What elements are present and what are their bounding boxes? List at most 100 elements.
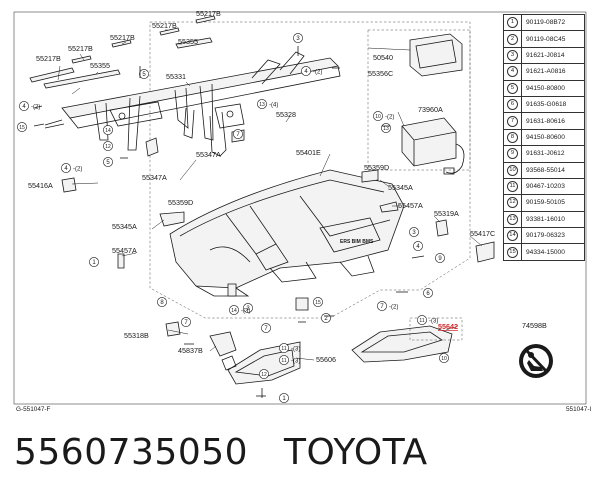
part-label: 55606 [316,355,336,364]
reference-callout: 7 [261,323,271,333]
callout-circle [279,355,289,365]
reference-callout: 8 [157,297,167,307]
callout-number: 13 [259,102,265,108]
legend-index: 3 [503,46,522,65]
callout-circle [417,315,427,325]
reference-callout: 11-(3) [279,355,300,365]
part-label: 55347A [196,150,221,159]
callout-number: 7 [380,304,384,310]
callout-number: 11 [281,346,286,352]
reference-callout: 4-(2) [301,66,322,76]
part-label: 55359D [168,198,193,207]
callout-circle [259,369,269,379]
callout-number: 12 [105,144,111,150]
reference-callout: 15 [313,297,323,307]
callout-circle [279,393,289,403]
legend-index: 11 [503,177,522,196]
reference-callout: 6 [423,288,433,298]
legend-index-circle: 9 [507,148,518,160]
callout-circle [103,125,113,135]
callout-number: 14 [231,308,237,314]
reference-callout: 11-(3) [417,315,438,325]
callout-circle [229,305,239,315]
reference-callout: 7 [181,317,191,327]
legend-index-circle: 10 [507,164,518,176]
part-label: 55217B [196,9,221,18]
legend-part-number: 91631-80616 [521,112,585,130]
callout-quantity: -(2) [385,114,394,120]
legend-index-circle: 4 [507,66,518,78]
legend-index-circle: 2 [507,33,518,45]
footer-brand: TOYOTA [284,432,428,473]
callout-circle [409,227,419,237]
side-stay [183,107,195,139]
legend-index: 13 [503,210,522,229]
callout-number: 5 [106,160,110,166]
callout-quantity: -(2) [389,304,398,310]
part-label: 55217B [110,33,135,42]
callout-quantity: -(2) [73,166,82,172]
legend-part-number: 91621-A0816 [521,63,585,81]
callout-circle [261,323,271,333]
callout-number: 11 [419,318,424,324]
reference-callout: 10-(2) [373,111,394,121]
callout-number: 1 [282,396,286,402]
part-label: 55318B [124,331,149,340]
callout-quantity: -(3) [291,358,300,364]
part-label-highlighted[interactable]: 55642 [438,322,458,331]
instrument-panel: ERS BIM BMS [169,169,405,297]
part-label: 55331 [166,72,186,81]
legend-index-circle: 1 [507,17,518,29]
part-label: 55457A [398,201,423,210]
callout-number: 3 [296,36,300,42]
callout-quantity: -(3) [241,308,250,314]
callout-number: 10 [441,356,447,362]
callout-circle [17,122,27,132]
reference-callout: 7 -(2) [377,301,398,311]
legend-index: 7 [503,112,522,130]
legend-part-number: 90119-08B72 [521,13,585,32]
parts-diagram: ERS BIM BMS [13,9,591,413]
callout-circle [313,297,323,307]
callout-quantity: -(2) [313,69,322,75]
legend-part-number: 94150-80800 [521,79,585,97]
part-label: 45837B [178,346,203,355]
lower-panel-55642 [351,325,453,363]
callout-number: 8 [160,300,164,306]
callout-number: 7 [184,320,188,326]
legend-index-circle: 11 [507,181,518,193]
reference-callout: 12 [103,141,113,151]
legend-index-circle: 8 [507,131,518,143]
part-label: 55345A [388,183,413,192]
leader-lines [57,15,483,361]
callout-quantity: -(3) [291,346,300,352]
steering-support-beam [44,51,341,151]
callout-number: 1 [92,260,96,266]
legend-part-number: 90467-10203 [521,177,585,196]
reference-callout: 14 -(3) [229,305,250,315]
reference-callout: 1 [279,393,289,403]
legend-part-number: 91621-J0814 [521,46,585,65]
part-label: 55359D [364,163,389,172]
part-label: 74598B [522,321,547,330]
reference-callout: 7 [233,129,243,139]
callout-circle [301,66,311,76]
callout-number: 13 [383,126,389,132]
callout-number: 4 [64,166,68,172]
callout-circle [293,33,303,43]
diagram-frame [13,11,587,405]
svg-text:ERS BIM BMS: ERS BIM BMS [340,239,374,245]
legend-index-circle: 15 [507,246,518,258]
callout-quantity: -(4) [269,102,278,108]
reference-callout: 12 [259,369,269,379]
